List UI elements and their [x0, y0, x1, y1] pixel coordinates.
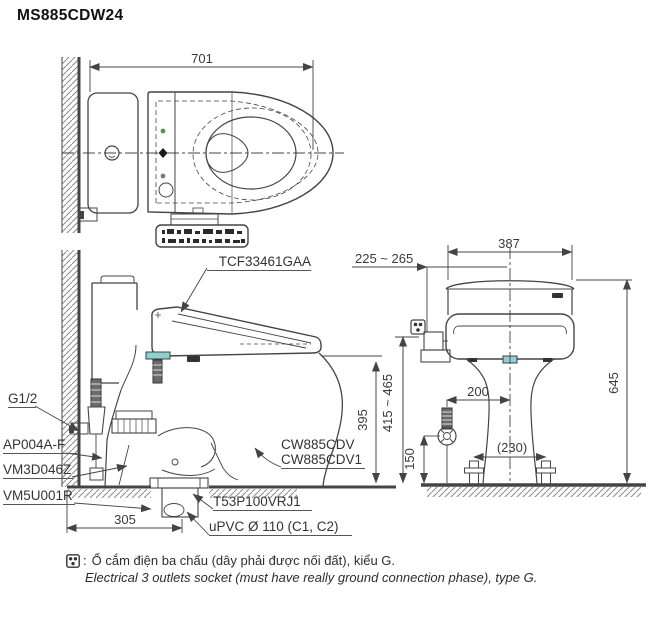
wall-hatch-top — [61, 57, 81, 233]
note-text-vi: Ổ cắm điện ba chấu (dây phải được nối đấ… — [91, 553, 396, 568]
dim-150: 150 — [402, 435, 440, 484]
dim-200: 200 — [446, 384, 511, 407]
side-view: 305 395 — [34, 250, 396, 536]
dim-387-text: 387 — [498, 236, 520, 251]
hinge-bolt — [152, 359, 163, 384]
label-flange: VM3D046Z — [3, 462, 73, 479]
bowl-right-edge — [530, 358, 555, 485]
indicator-dot — [160, 173, 166, 179]
sensor-mark — [158, 148, 168, 158]
dim-395-text: 395 — [355, 409, 370, 431]
tank-rear-view — [445, 280, 575, 315]
bowl-side-view — [69, 352, 344, 488]
label-stop-valve: AP004A-F — [3, 437, 77, 454]
dim-230-text: (230) — [497, 440, 527, 455]
dim-150-text: 150 — [402, 448, 417, 470]
floor-rear — [421, 483, 646, 497]
dim-230: (230) — [473, 440, 547, 461]
note-text-en: Electrical 3 outlets socket (must have r… — [85, 570, 538, 585]
tank-side-view — [91, 275, 138, 391]
page-title: MS885CDW24 — [17, 7, 124, 24]
remote-control — [155, 213, 249, 248]
floor-bolt-left — [464, 460, 484, 485]
label-bowl-models: CW885CDV CW885CDV1 — [281, 437, 365, 469]
remote-buttons — [162, 229, 245, 243]
bowl-left-edge — [465, 358, 490, 485]
indicator-dot — [160, 128, 166, 134]
shutoff-valve — [437, 407, 457, 483]
label-bowl-model-1: CW885CDV — [281, 437, 355, 452]
washlet-side-view — [145, 306, 322, 384]
dim-415-465-text: 415 ~ 465 — [380, 374, 395, 432]
leader-lines — [34, 267, 282, 536]
dim-415-465: 415 ~ 465 — [380, 336, 419, 484]
floor-side — [66, 485, 396, 498]
outlet-icon — [410, 319, 426, 335]
water-inlet-hardware — [420, 331, 451, 363]
dim-701-text: 701 — [191, 51, 213, 66]
brand-logo-mark — [552, 293, 563, 298]
label-thread-size: G1/2 — [8, 391, 38, 408]
note-separator: : — [83, 553, 87, 568]
floor-bolt-right — [536, 460, 556, 485]
rear-view: 387 225 ~ 265 — [352, 236, 646, 497]
dim-225-265-text: 225 ~ 265 — [355, 251, 413, 266]
dim-645: 645 — [576, 279, 632, 484]
dim-645-text: 645 — [606, 372, 621, 394]
outlet-3pin-icon — [66, 554, 80, 568]
label-drain-joint: T53P100VRJ1 — [213, 494, 312, 511]
label-seal: VM5U001R — [3, 488, 75, 505]
dim-305: 305 — [66, 491, 183, 533]
hinge-highlight — [145, 351, 171, 360]
drain-pipe — [149, 477, 209, 518]
dim-395: 395 — [321, 355, 382, 484]
label-washlet-model: TCF33461GAA — [207, 254, 311, 271]
dim-200-text: 200 — [467, 384, 489, 399]
washlet-top-view — [147, 91, 334, 215]
tank-top-view — [87, 92, 139, 214]
label-drain-pipe: uPVC Ø 110 (C1, C2) — [209, 519, 352, 536]
note-line-vietnamese: : Ổ cắm điện ba chấu (dây phải được nối … — [66, 553, 395, 568]
top-view: 701 — [61, 51, 344, 248]
dim-225-265: 225 ~ 265 — [352, 251, 507, 332]
label-bowl-model-2: CW885CDV1 — [281, 452, 363, 467]
dim-701: 701 — [89, 51, 314, 150]
dim-305-text: 305 — [114, 512, 136, 527]
wash-area — [205, 133, 249, 173]
